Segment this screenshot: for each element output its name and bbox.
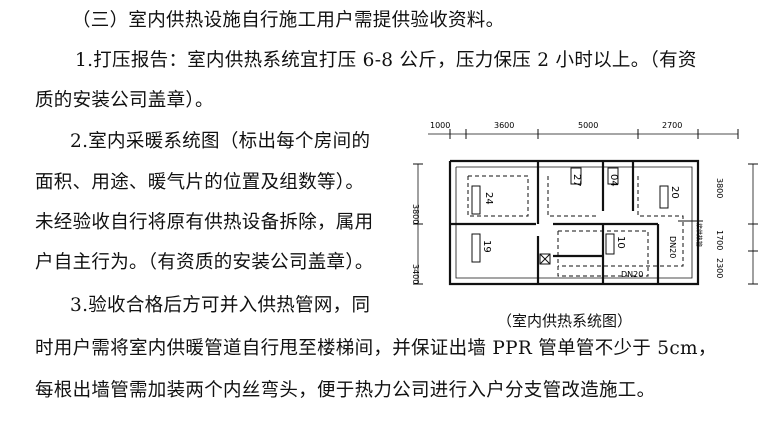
room-label-24: 24: [483, 192, 494, 205]
right-dim-3: 2300: [715, 258, 724, 278]
room-label-20: 20: [669, 186, 680, 199]
para-2-line-2: 面积、用途、暖气片的位置及组数等）。: [35, 172, 365, 193]
para-2-line-3: 未经验收自行将原有供热设备拆除，属用: [35, 212, 374, 233]
pipe-label-dn20-vertical: DN20: [668, 236, 677, 258]
right-dim-1: 3800: [715, 178, 724, 198]
supply-connection-label: 接供热管: [695, 223, 703, 247]
section-heading: （三）室内供热设施自行施工用户需提供验收资料。: [72, 10, 505, 31]
top-dim-1: 1000: [430, 121, 450, 130]
para-2-line-4: 户自主行为。（有资质的安装公司盖章）。: [35, 252, 374, 273]
right-dim-2: 1700: [715, 230, 724, 250]
room-label-27: 27: [571, 174, 582, 187]
room-label-04: 04: [608, 174, 619, 187]
para-1-line-2: 质的安装公司盖章）。: [35, 90, 214, 111]
para-3-line-2: 时用户需将室内供暖管道自行甩至楼梯间，并保证出墙 PPR 管单管不少于 5cm，: [35, 338, 717, 359]
top-dim-3: 5000: [578, 121, 598, 130]
room-label-19: 19: [481, 240, 492, 253]
pipe-label-dn20: DN20: [621, 270, 643, 279]
left-dim-1: 3800: [411, 204, 420, 224]
top-dim-4: 2700: [662, 121, 682, 130]
heating-system-floor-plan: 1000 3600 5000 2700 3800 3400 3800 1700 …: [408, 116, 763, 306]
left-dim-2: 3400: [411, 264, 420, 284]
figure-caption: （室内供热系统图）: [497, 312, 633, 330]
top-dim-2: 3600: [494, 121, 514, 130]
para-1-line-1: 1.打压报告：室内供热系统宜打压 6-8 公斤，压力保压 2 小时以上。（有资: [75, 50, 697, 71]
para-3-line-3: 每根出墙管需加装两个内丝弯头，便于热力公司进行入户分支管改造施工。: [35, 380, 656, 401]
para-2-line-1: 2.室内采暖系统图（标出每个房间的: [70, 131, 371, 152]
room-label-10: 10: [615, 236, 626, 249]
para-3-line-1: 3.验收合格后方可并入供热管网，同: [70, 295, 371, 316]
